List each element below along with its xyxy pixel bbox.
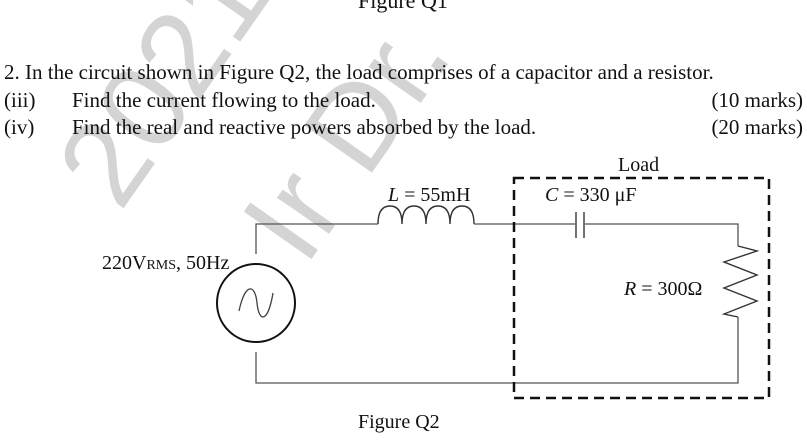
question-intro-text: In the circuit shown in Figure Q2, the l… [25,60,714,84]
capacitor-label: C = 330 μF [545,184,636,207]
resistor-icon [721,245,760,318]
wire-top-left [255,223,378,254]
capacitor-symbol: C [545,184,559,206]
question-intro: 2. In the circuit shown in Figure Q2, th… [4,60,714,85]
source-label: 220VRMS, 50Hz [102,252,229,275]
inductor-icon [377,205,475,225]
question-part-marks: (20 marks) [711,115,803,139]
inductor-symbol: L [388,184,400,206]
question-part-text: Find the current flowing to the load. [72,88,376,112]
previous-figure-caption: Figure Q1 [358,0,448,13]
question-part-label: (iii) [4,88,36,112]
question-part-marks: (10 marks) [711,88,803,112]
figure-caption: Figure Q2 [358,411,440,433]
load-label: Load [618,154,660,176]
load-boundary [512,176,771,400]
source-voltage: 220V [102,252,147,274]
question-number: 2. [4,60,20,84]
resistor-label: R = 300Ω [624,278,702,301]
inductor-label: L = 55mH [388,184,470,207]
resistor-value: = 300Ω [636,278,703,300]
question-part-text: Find the real and reactive powers absorb… [72,115,537,139]
source-voltage-subscript: RMS [146,258,177,273]
capacitor-icon [575,212,585,238]
capacitor-value: = 330 μF [558,184,637,206]
inductor-value: = 55mH [399,184,471,206]
ac-source-icon [216,263,296,343]
question-part-label: (iv) [4,115,35,139]
resistor-symbol: R [624,278,637,300]
source-frequency: , 50Hz [176,252,230,274]
